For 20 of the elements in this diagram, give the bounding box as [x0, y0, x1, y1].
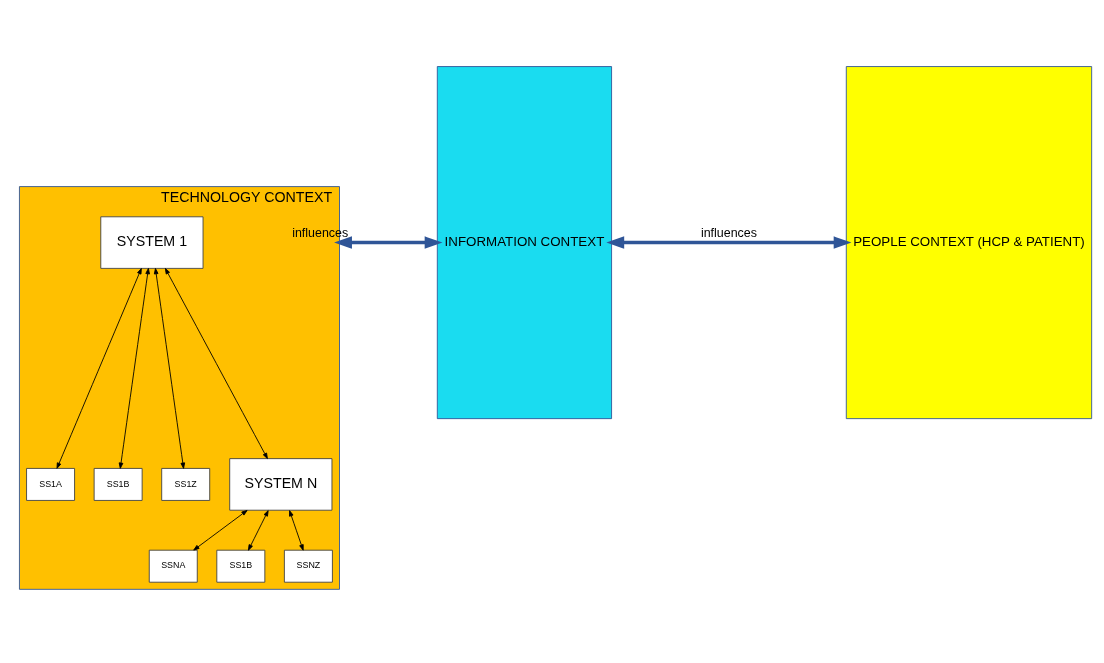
arrow [193, 509, 248, 551]
node-box: SS1B [93, 467, 143, 501]
node-box: SSNA [148, 549, 198, 583]
node-box: SS1A [26, 467, 75, 501]
node-box: SSNZ [283, 549, 333, 583]
arrow [606, 236, 852, 249]
arrow [289, 510, 304, 551]
node-box: INFORMATION CONTEXT [436, 66, 612, 420]
node-box: SYSTEM 1 [100, 216, 204, 269]
arrow [118, 268, 150, 469]
edge-label: influences [700, 225, 757, 240]
arrow [164, 268, 268, 460]
arrow [56, 268, 142, 469]
node-box: PEOPLE CONTEXT (HCP & PATIENT) [845, 66, 1093, 420]
node-box: SS1B [216, 549, 266, 583]
arrow [334, 236, 443, 249]
arrow [153, 268, 186, 469]
node-box: SS1Z [161, 467, 211, 501]
arrow [247, 510, 269, 551]
node-box: SYSTEM N [229, 458, 333, 511]
